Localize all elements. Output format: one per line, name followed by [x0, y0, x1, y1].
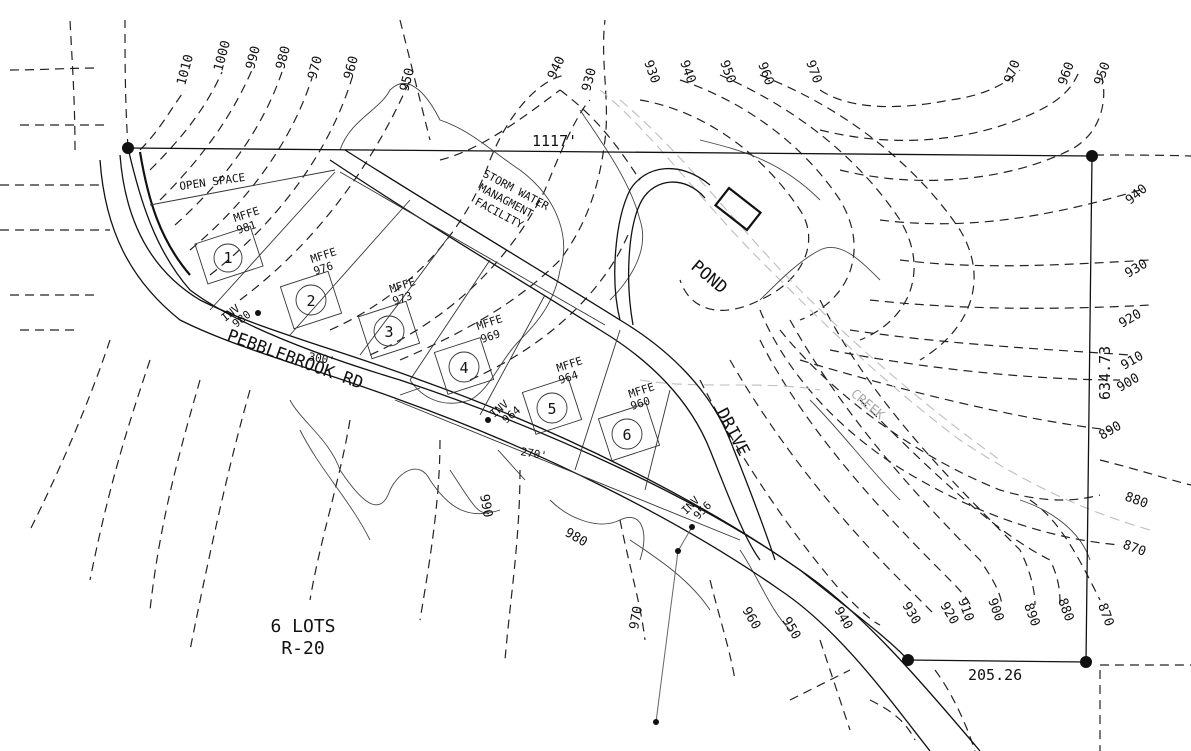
- contour-labels-top: 1010 1000 990 980 970 960 950 940 930 93…: [174, 39, 824, 93]
- contour-label: 890: [1020, 601, 1042, 628]
- contour-label: 1010: [174, 53, 197, 87]
- lot-number: 6: [622, 426, 631, 444]
- lot-number: 1: [223, 249, 232, 267]
- lot-5: 5 MFFE 964: [521, 354, 584, 435]
- contour-label: 950: [779, 615, 804, 643]
- invert-marker: [485, 417, 491, 423]
- frontage-dimension-1: 300': [307, 350, 335, 367]
- road-name-label: PEBBLEBROOK RD: [224, 326, 365, 394]
- creek-lines: [599, 89, 1151, 531]
- lot-2: 2 MFFE 976: [279, 245, 343, 330]
- contour-label: 950: [1092, 60, 1114, 87]
- building-footprint: [713, 186, 763, 232]
- contour-label: 960: [754, 60, 776, 87]
- contour-label: 870: [1121, 538, 1148, 560]
- boundary-corner-se: [1080, 656, 1092, 668]
- property-boundary: [122, 142, 1098, 668]
- utility-line: [653, 524, 695, 725]
- lot-mffe-value: 976: [312, 259, 335, 278]
- contour-label: 950: [397, 66, 418, 93]
- contour-label: 990: [476, 493, 495, 519]
- site-label-line1: 6 LOTS: [270, 616, 335, 637]
- lot-number: 3: [384, 323, 393, 341]
- contour-labels-south: 990 980 970 960 950 940 930 920 910 900 …: [476, 493, 1116, 642]
- south-dimension: 205.26: [968, 666, 1022, 684]
- contour-label: 880: [1054, 596, 1076, 623]
- contour-label: 970: [305, 54, 326, 81]
- lot-lines: [149, 169, 741, 541]
- contour-label: 940: [676, 58, 698, 85]
- contour-label: 1000: [211, 39, 234, 73]
- contour-label: 960: [341, 54, 362, 81]
- lot-mffe-value: 960: [629, 394, 652, 413]
- contour-label: 870: [1094, 601, 1116, 628]
- contour-label: 920: [1117, 307, 1145, 332]
- lot-mffe-value: 973: [391, 289, 414, 308]
- lot-mffe-value: 969: [479, 327, 502, 346]
- contour-label: 880: [1123, 490, 1150, 512]
- contour-label: 930: [579, 66, 600, 93]
- lot-3: 3 MFFE 973: [357, 275, 421, 360]
- private-drive: [329, 149, 776, 561]
- east-dimension: 634.73: [1096, 346, 1114, 400]
- lot-6: 6 MFFE 960: [597, 380, 661, 462]
- invert-marker: [255, 310, 261, 316]
- lot-mffe-value: 964: [557, 368, 580, 387]
- contour-label: 970: [1002, 58, 1024, 85]
- contour-label: 990: [243, 44, 264, 71]
- site-label-line2: R-20: [281, 638, 324, 659]
- tree-line: [289, 83, 1091, 631]
- contour-label: 890: [1097, 419, 1125, 444]
- boundary-corner-nw: [122, 142, 134, 154]
- creek-label: CREEK: [847, 387, 887, 424]
- contour-label: 910: [1119, 349, 1147, 374]
- contour-label: 980: [562, 525, 590, 550]
- contour-label: 960: [739, 605, 764, 633]
- lot-mffe-value: 981: [235, 218, 258, 237]
- contour-label: 980: [273, 44, 294, 71]
- contour-label: 940: [545, 54, 569, 82]
- pebblebrook-road: [99, 151, 981, 751]
- contour-lines: [0, 19, 1191, 751]
- lot-4: 4 MFFE 969: [433, 312, 504, 395]
- north-dimension: 1117': [532, 132, 577, 150]
- contour-label: 900: [1115, 371, 1143, 396]
- lot-1: 1 MFFE 981: [194, 204, 264, 285]
- boundary-corner-ne: [1086, 150, 1098, 162]
- contour-label: 930: [640, 58, 662, 85]
- open-space-label: OPEN SPACE: [179, 171, 246, 193]
- contour-label: 970: [802, 58, 824, 85]
- lot-number: 5: [547, 400, 556, 418]
- contour-label: 900: [984, 596, 1006, 623]
- contour-label: 950: [716, 58, 738, 85]
- pond-label: POND: [687, 257, 731, 299]
- contour-label: 930: [899, 600, 924, 628]
- lot-number: 4: [459, 359, 468, 377]
- frontage-dimension-2: 270': [519, 445, 547, 462]
- contour-label: 960: [1056, 60, 1078, 87]
- contour-label: 970: [627, 605, 646, 631]
- contour-label: 940: [1123, 181, 1151, 208]
- contour-label: 940: [831, 605, 856, 633]
- boundary-corner-sw: [902, 654, 914, 666]
- lot-number: 2: [306, 292, 315, 310]
- contour-labels-top-right: 970 960 950: [1002, 58, 1114, 87]
- drive-label: DRIVE: [712, 405, 754, 460]
